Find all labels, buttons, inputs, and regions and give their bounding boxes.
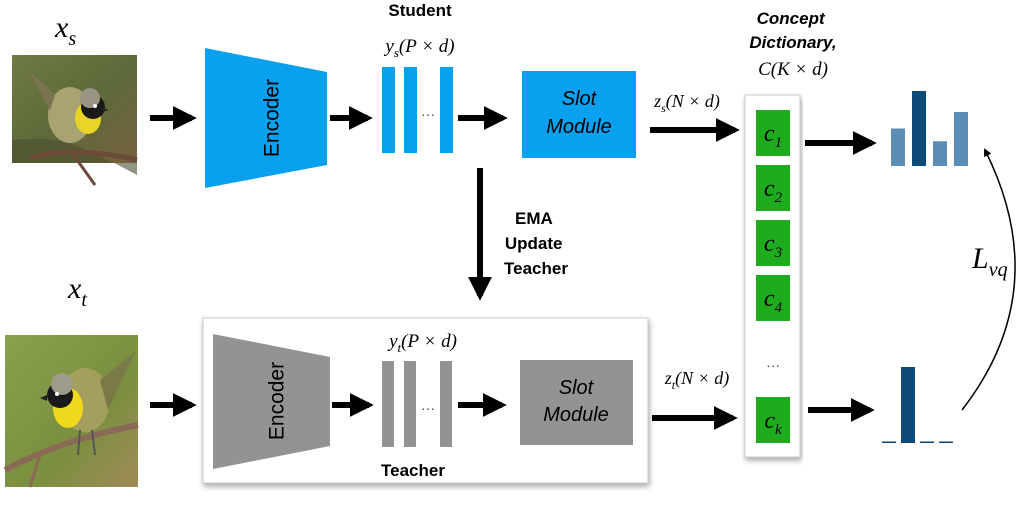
svg-text:Slot: Slot (559, 377, 595, 399)
student-histogram-bar-4 (954, 112, 968, 166)
student-feature-tokens: ··· (382, 67, 453, 153)
svg-text:···: ··· (421, 400, 435, 416)
student-histogram-bar-3 (933, 141, 947, 166)
teacher-features-label: yt(P × d) (387, 331, 457, 355)
teacher-histogram (882, 367, 953, 443)
teacher-input-label: xt (67, 272, 87, 311)
teacher-encoder-label: Encoder (266, 362, 289, 440)
teacher-bird-photo-icon (3, 335, 139, 488)
teacher-encoder: Encoder (213, 334, 330, 469)
teacher-histogram-bar-1 (882, 441, 896, 443)
teacher-histogram-bar-3 (920, 441, 934, 443)
dictionary-entries: c1 c2 c3 c4 ck (756, 110, 790, 443)
loss-curve-arrow (961, 148, 1016, 411)
teacher-histogram-bar-4 (939, 441, 953, 443)
teacher-title: Teacher (381, 461, 445, 480)
teacher-slot-module: Slot Module (520, 360, 633, 445)
student-encoder: Encoder (205, 48, 327, 188)
svg-text:Module: Module (546, 116, 612, 138)
loss-label: Lvq (971, 242, 1008, 281)
dictionary-entry-4: c4 (756, 275, 790, 321)
dictionary-entry-2: c2 (756, 165, 790, 211)
student-slot-output-label: zs(N × d) (653, 91, 720, 115)
dictionary-entry-3: c3 (756, 220, 790, 266)
teacher-slot-output-label: zt(N × d) (664, 368, 730, 392)
svg-text:Module: Module (543, 404, 609, 426)
svg-text:c4: c4 (764, 286, 783, 316)
student-histogram-bar-2 (912, 91, 926, 166)
student-histogram-bar-1 (891, 128, 905, 166)
teacher-feature-tokens: ··· (382, 361, 452, 447)
svg-text:c3: c3 (764, 231, 782, 261)
dictionary-entry-k: ck (756, 397, 790, 443)
svg-text:c1: c1 (764, 121, 782, 151)
student-histogram (891, 91, 968, 166)
student-bird-photo-icon (12, 55, 138, 186)
teacher-histogram-bar-2 (901, 367, 915, 443)
dictionary-entry-1: c1 (756, 110, 790, 156)
student-features-label: ys(P × d) (383, 36, 454, 60)
dictionary-size-label: C(K × d) (758, 59, 828, 80)
ema-label: EMA Update Teacher (504, 209, 568, 278)
svg-text:Slot: Slot (562, 88, 598, 110)
student-input-label: xs (54, 11, 76, 50)
student-slot-module: Slot Module (522, 71, 636, 158)
dictionary-ellipsis: ··· (766, 357, 780, 373)
svg-text:c2: c2 (764, 176, 783, 206)
svg-text:ck: ck (764, 408, 782, 438)
student-encoder-label: Encoder (261, 79, 284, 157)
dictionary-title: Concept Dictionary, (749, 9, 836, 52)
student-title: Student (388, 1, 452, 20)
svg-text:···: ··· (421, 106, 435, 122)
